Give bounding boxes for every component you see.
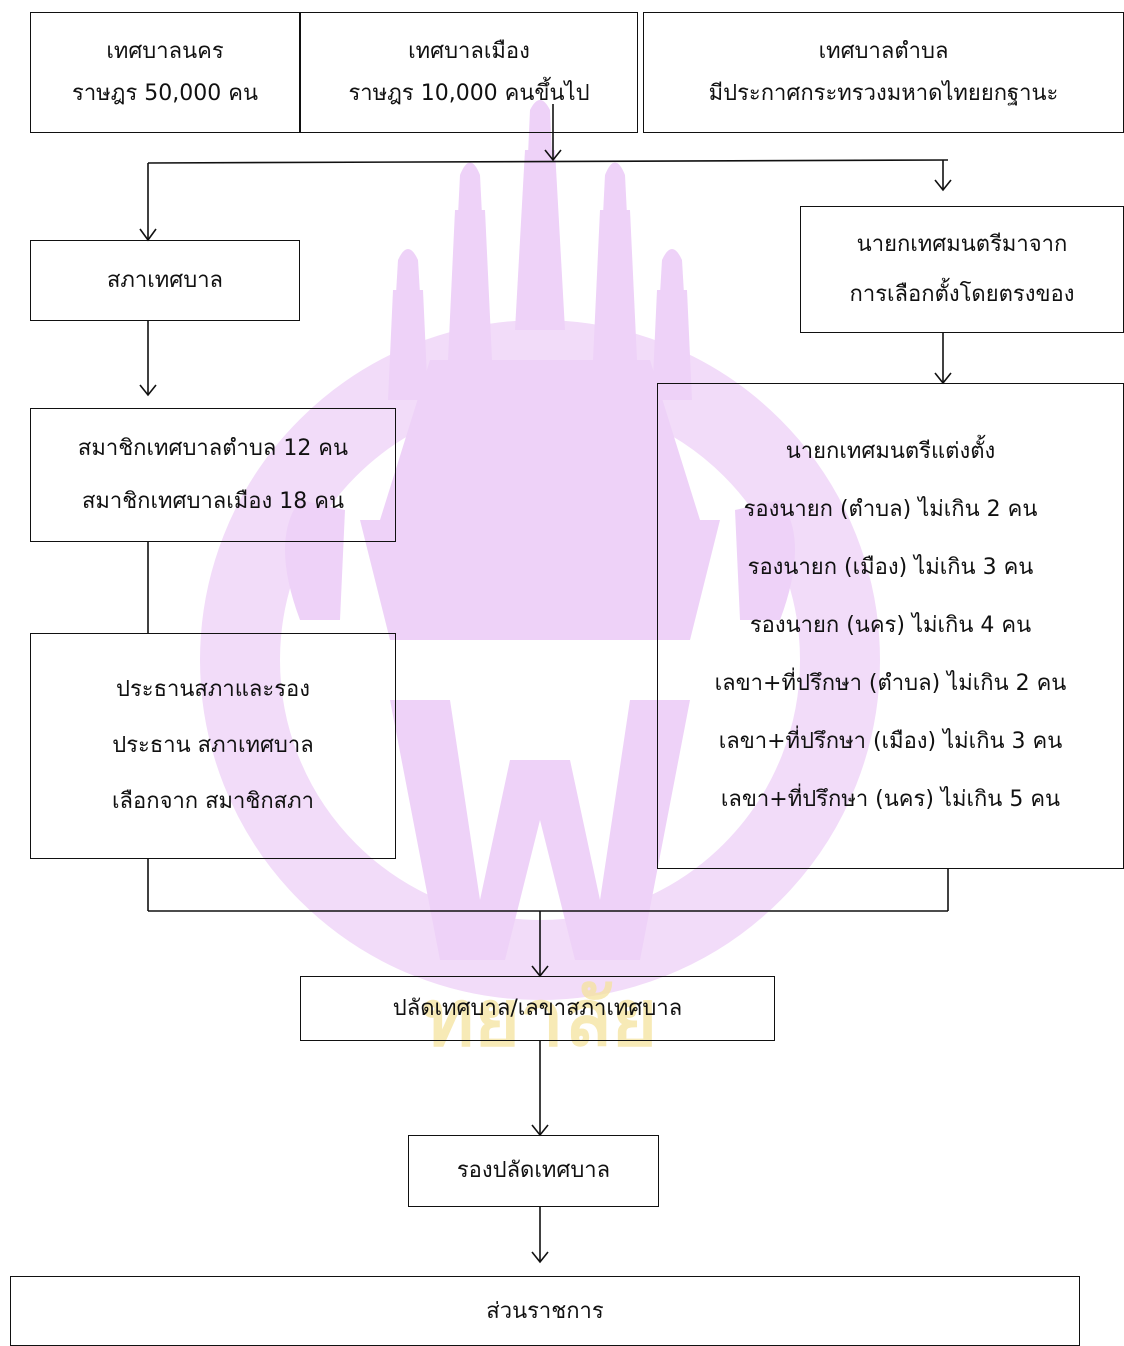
box-line: เลขา+ที่ปรึกษา (นคร) ไม่เกิน 5 คน <box>720 787 1061 812</box>
box-line: เทศบาลนคร <box>106 39 224 64</box>
mueang-municipality-box: เทศบาลเมือง ราษฎร 10,000 คนขึ้นไป <box>300 12 638 133</box>
box-line: เลขา+ที่ปรึกษา (เมือง) ไม่เกิน 3 คน <box>718 729 1063 754</box>
mayor-election-box: นายกเทศมนตรีมาจาก การเลือกตั้งโดยตรงของ <box>800 206 1124 333</box>
deputy-clerk-box: รองปลัดเทศบาล <box>408 1135 659 1207</box>
nakhon-municipality-box: เทศบาลนคร ราษฎร 50,000 คน <box>30 12 300 133</box>
box-line: นายกเทศมนตรีแต่งตั้ง <box>785 439 996 464</box>
box-line: สภาเทศบาล <box>106 267 224 293</box>
box-line: เทศบาลเมือง <box>408 39 530 64</box>
box-line: รองนายก (ตำบล) ไม่เกิน 2 คน <box>743 497 1038 522</box>
box-line: มีประกาศกระทรวงมหาดไทยยกฐานะ <box>708 80 1059 106</box>
box-line: นายกเทศมนตรีมาจาก <box>856 232 1068 257</box>
box-line: เลขา+ที่ปรึกษา (ตำบล) ไม่เกิน 2 คน <box>714 671 1067 696</box>
box-line: การเลือกตั้งโดยตรงของ <box>849 281 1075 307</box>
box-line: รองปลัดเทศบาล <box>456 1158 611 1184</box>
box-line: ราษฎร 50,000 คน <box>72 80 258 106</box>
mayor-appointments-box: นายกเทศมนตรีแต่งตั้ง รองนายก (ตำบล) ไม่เ… <box>657 383 1124 869</box>
municipal-council-box: สภาเทศบาล <box>30 240 300 321</box>
municipal-clerk-box: ปลัดเทศบาล/เลขาสภาเทศบาล <box>300 976 775 1041</box>
box-line: ส่วนราชการ <box>486 1299 604 1324</box>
box-line: ประธานสภาและรอง <box>116 677 310 702</box>
council-chairman-box: ประธานสภาและรอง ประธาน สภาเทศบาล เลือกจา… <box>30 633 396 859</box>
box-line: ประธาน สภาเทศบาล <box>112 733 314 758</box>
box-line: สมาชิกเทศบาลตำบล 12 คน <box>77 435 349 461</box>
council-members-box: สมาชิกเทศบาลตำบล 12 คน สมาชิกเทศบาลเมือง… <box>30 408 396 542</box>
box-line: ปลัดเทศบาล/เลขาสภาเทศบาล <box>392 995 683 1021</box>
box-line: รองนายก (นคร) ไม่เกิน 4 คน <box>749 613 1032 638</box>
box-line: สมาชิกเทศบาลเมือง 18 คน <box>81 489 345 514</box>
box-line: ราษฎร 10,000 คนขึ้นไป <box>348 80 590 106</box>
tambon-municipality-box: เทศบาลตำบล มีประกาศกระทรวงมหาดไทยยกฐานะ <box>643 12 1124 133</box>
government-divisions-box: ส่วนราชการ <box>10 1276 1080 1346</box>
box-line: เลือกจาก สมาชิกสภา <box>112 789 314 814</box>
box-line: รองนายก (เมือง) ไม่เกิน 3 คน <box>747 555 1034 580</box>
box-line: เทศบาลตำบล <box>818 39 949 64</box>
